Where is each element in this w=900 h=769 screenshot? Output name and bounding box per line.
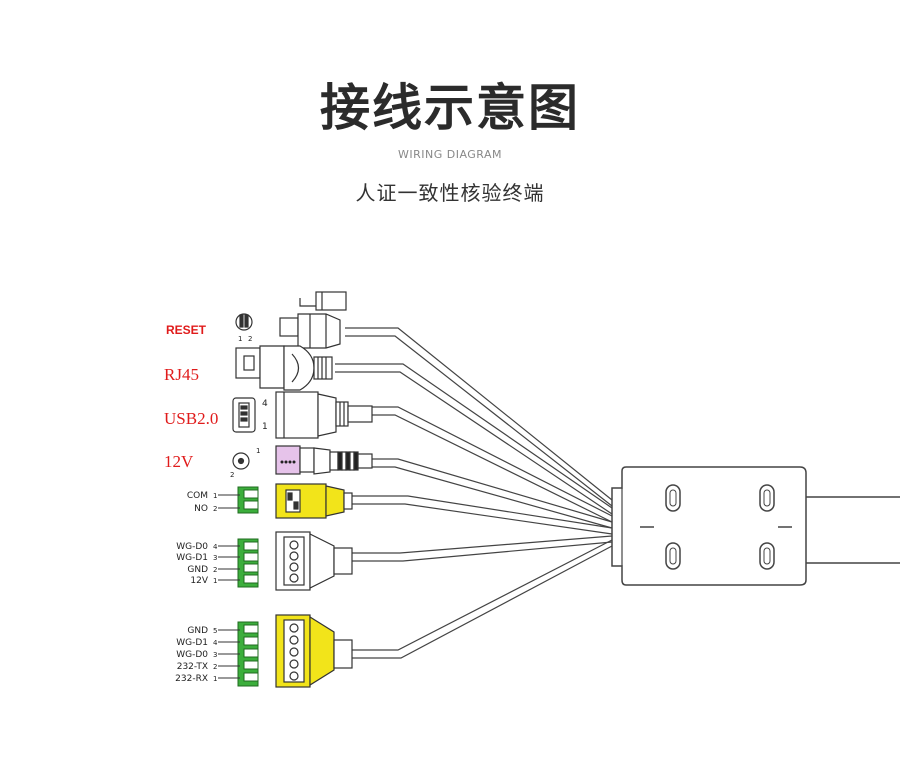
wiegand-wgd1-label: WG-D1 bbox=[176, 553, 208, 563]
usb-label: USB2.0 bbox=[164, 409, 218, 428]
relay-terminal bbox=[237, 486, 259, 514]
usb-port-icon bbox=[232, 397, 256, 433]
rj45-plug bbox=[235, 345, 333, 391]
relay-plug bbox=[275, 483, 353, 519]
relay-terminal-lines bbox=[218, 494, 240, 509]
relay-com-label: COM bbox=[187, 491, 208, 501]
serial-wgd1-label: WG-D1 bbox=[176, 638, 208, 648]
wiegand-gnd-num: 2 bbox=[213, 566, 217, 574]
reset-button-icon bbox=[235, 313, 253, 331]
reset-label: RESET bbox=[166, 323, 207, 337]
power-plug bbox=[275, 445, 373, 475]
cable-bundle bbox=[335, 327, 613, 659]
relay-com-num: 1 bbox=[213, 492, 217, 500]
serial-gnd-label: GND bbox=[187, 626, 208, 636]
wiegand-terminal-lines bbox=[218, 545, 240, 581]
reset-pin-2: 2 bbox=[248, 335, 252, 343]
serial-terminal-lines bbox=[218, 629, 240, 679]
serial-tx-label: 232-TX bbox=[177, 662, 208, 672]
power-pin-2: 2 bbox=[230, 471, 234, 479]
rj45-label: RJ45 bbox=[164, 365, 199, 384]
product-name: 人证一致性核验终端 bbox=[355, 181, 545, 205]
serial-tx-num: 2 bbox=[213, 663, 217, 671]
power-jack-icon bbox=[232, 452, 250, 470]
wiegand-wgd0-label: WG-D0 bbox=[176, 542, 208, 552]
relay-no-num: 2 bbox=[213, 505, 217, 513]
usb-pin-1: 1 bbox=[262, 422, 268, 432]
usb-pin-4: 4 bbox=[262, 399, 268, 409]
wiegand-terminal bbox=[237, 538, 259, 588]
wiegand-plug bbox=[275, 531, 353, 591]
wiegand-12v-num: 1 bbox=[213, 577, 217, 585]
serial-wgd1-num: 4 bbox=[213, 639, 218, 647]
power-plug-dots bbox=[280, 460, 296, 464]
serial-rx-label: 232-RX bbox=[175, 674, 208, 684]
wiegand-wgd1-num: 3 bbox=[213, 554, 217, 562]
page-title: 接线示意图 bbox=[320, 79, 580, 137]
reset-plug bbox=[279, 291, 347, 349]
serial-wgd0-num: 3 bbox=[213, 651, 217, 659]
wiegand-12v-label: 12V bbox=[190, 576, 208, 586]
usb-plug bbox=[275, 391, 373, 439]
serial-gnd-num: 5 bbox=[213, 627, 217, 635]
relay-no-label: NO bbox=[194, 504, 208, 514]
power-pin-1: 1 bbox=[256, 447, 260, 455]
wiegand-wgd0-num: 4 bbox=[213, 543, 218, 551]
power-label: 12V bbox=[164, 452, 194, 471]
page-subtitle: WIRING DIAGRAM bbox=[397, 148, 503, 161]
serial-plug bbox=[275, 614, 353, 688]
serial-wgd0-label: WG-D0 bbox=[176, 650, 208, 660]
cable-hub bbox=[611, 466, 900, 586]
serial-terminal bbox=[237, 621, 259, 687]
reset-pin-1: 1 bbox=[238, 335, 242, 343]
hub-slots bbox=[665, 484, 775, 570]
wiegand-gnd-label: GND bbox=[187, 565, 208, 575]
serial-rx-num: 1 bbox=[213, 675, 217, 683]
